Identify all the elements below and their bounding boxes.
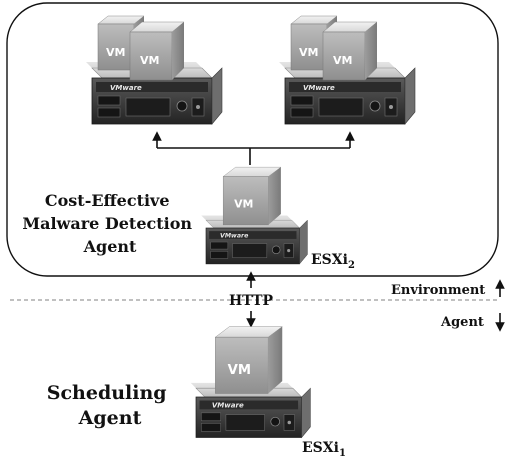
server-brand-label: VMware: [220, 232, 248, 239]
server-esxi2: VMware VM: [200, 166, 308, 265]
environment-label: Environment: [391, 283, 485, 298]
vm-label: VM: [333, 54, 352, 67]
scheduling-agent-label: Scheduling Agent: [47, 382, 173, 429]
vm-label: VM: [299, 46, 318, 59]
server-brand-label: VMware: [303, 84, 335, 92]
agent-label: Agent: [440, 315, 484, 330]
esxi2-label: ESXi2: [311, 252, 355, 271]
server-brand-label: VMware: [110, 84, 142, 92]
vm-box-esxi1: VM: [214, 326, 283, 394]
vm-box-top-left-2: VM: [129, 21, 185, 81]
server-esxi1: VMware VM: [190, 326, 311, 438]
server-top-left: VMware VM VM: [85, 15, 223, 125]
environment-agent-label: Cost-Effective Malware Detection Agent: [22, 191, 197, 256]
http-label: HTTP: [229, 293, 274, 309]
server-brand-label: VMware: [212, 401, 244, 410]
vm-box-esxi2: VM: [222, 166, 282, 226]
host-connector: [152, 131, 355, 165]
vm-label: VM: [228, 363, 251, 378]
vm-label: VM: [106, 46, 125, 59]
server-top-right: VMware VM VM: [278, 15, 416, 125]
vm-box-top-right-2: VM: [322, 21, 378, 81]
esxi1-label: ESXi1: [302, 440, 346, 459]
vm-label: VM: [234, 198, 253, 211]
vm-label: VM: [140, 54, 159, 67]
